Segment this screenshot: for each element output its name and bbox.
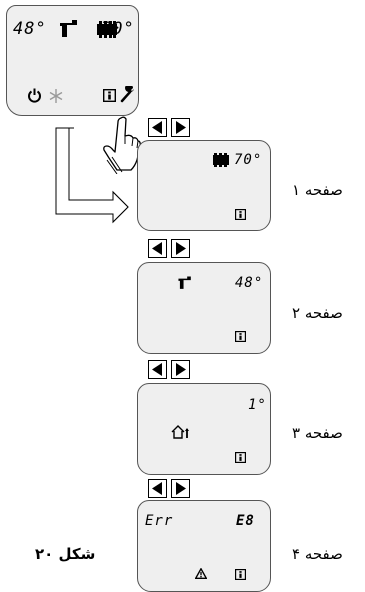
left-arrow-icon [152,482,162,495]
heating-temperature: 70° [101,19,135,39]
left-arrow-icon [152,363,162,376]
dhw-temperature: 48° [235,275,264,291]
info-icon [235,331,246,342]
error-code: E8 [236,513,255,529]
prev-button[interactable] [148,239,167,258]
wrench-icon[interactable] [120,86,136,103]
page2-caption: صفحه ۲ [292,304,343,322]
heating-temperature: 70° [234,152,263,168]
power-icon[interactable] [27,88,42,103]
next-button[interactable] [171,239,190,258]
radiator-icon [213,153,229,167]
right-arrow-icon [176,482,186,495]
next-button[interactable] [171,360,190,379]
next-button[interactable] [171,479,190,498]
page1-display: 70° [137,140,271,231]
house-icon [171,425,189,439]
info-icon[interactable] [103,89,116,102]
info-icon [235,209,246,220]
right-arrow-icon [176,242,186,255]
page3-caption: صفحه ۳ [292,424,343,442]
page4-display: Err E8 [137,500,271,592]
warning-icon [195,568,207,579]
prev-button[interactable] [148,479,167,498]
next-button[interactable] [171,118,190,137]
right-arrow-icon [176,363,186,376]
left-arrow-icon [152,242,162,255]
error-label: Err [145,513,174,529]
dhw-temperature: 48° [13,19,47,39]
prev-button[interactable] [148,360,167,379]
page4-caption: صفحه ۴ [292,545,343,563]
hand-pointer-icon [103,116,141,174]
main-display: 48° 70° [6,5,139,116]
page3-display: 1° [137,383,271,475]
left-arrow-icon [152,121,162,134]
page3-value: 1° [248,397,267,413]
snowflake-icon[interactable] [49,89,63,103]
right-arrow-icon [176,121,186,134]
page1-caption: صفحه ۱ [292,181,343,199]
info-icon [235,452,246,463]
faucet-icon [60,20,77,37]
info-icon [235,569,246,580]
radiator-icon [97,21,117,38]
faucet-icon [178,276,191,289]
prev-button[interactable] [148,118,167,137]
page2-display: 48° [137,262,271,354]
figure-label: شکل ۲۰ [35,545,96,563]
